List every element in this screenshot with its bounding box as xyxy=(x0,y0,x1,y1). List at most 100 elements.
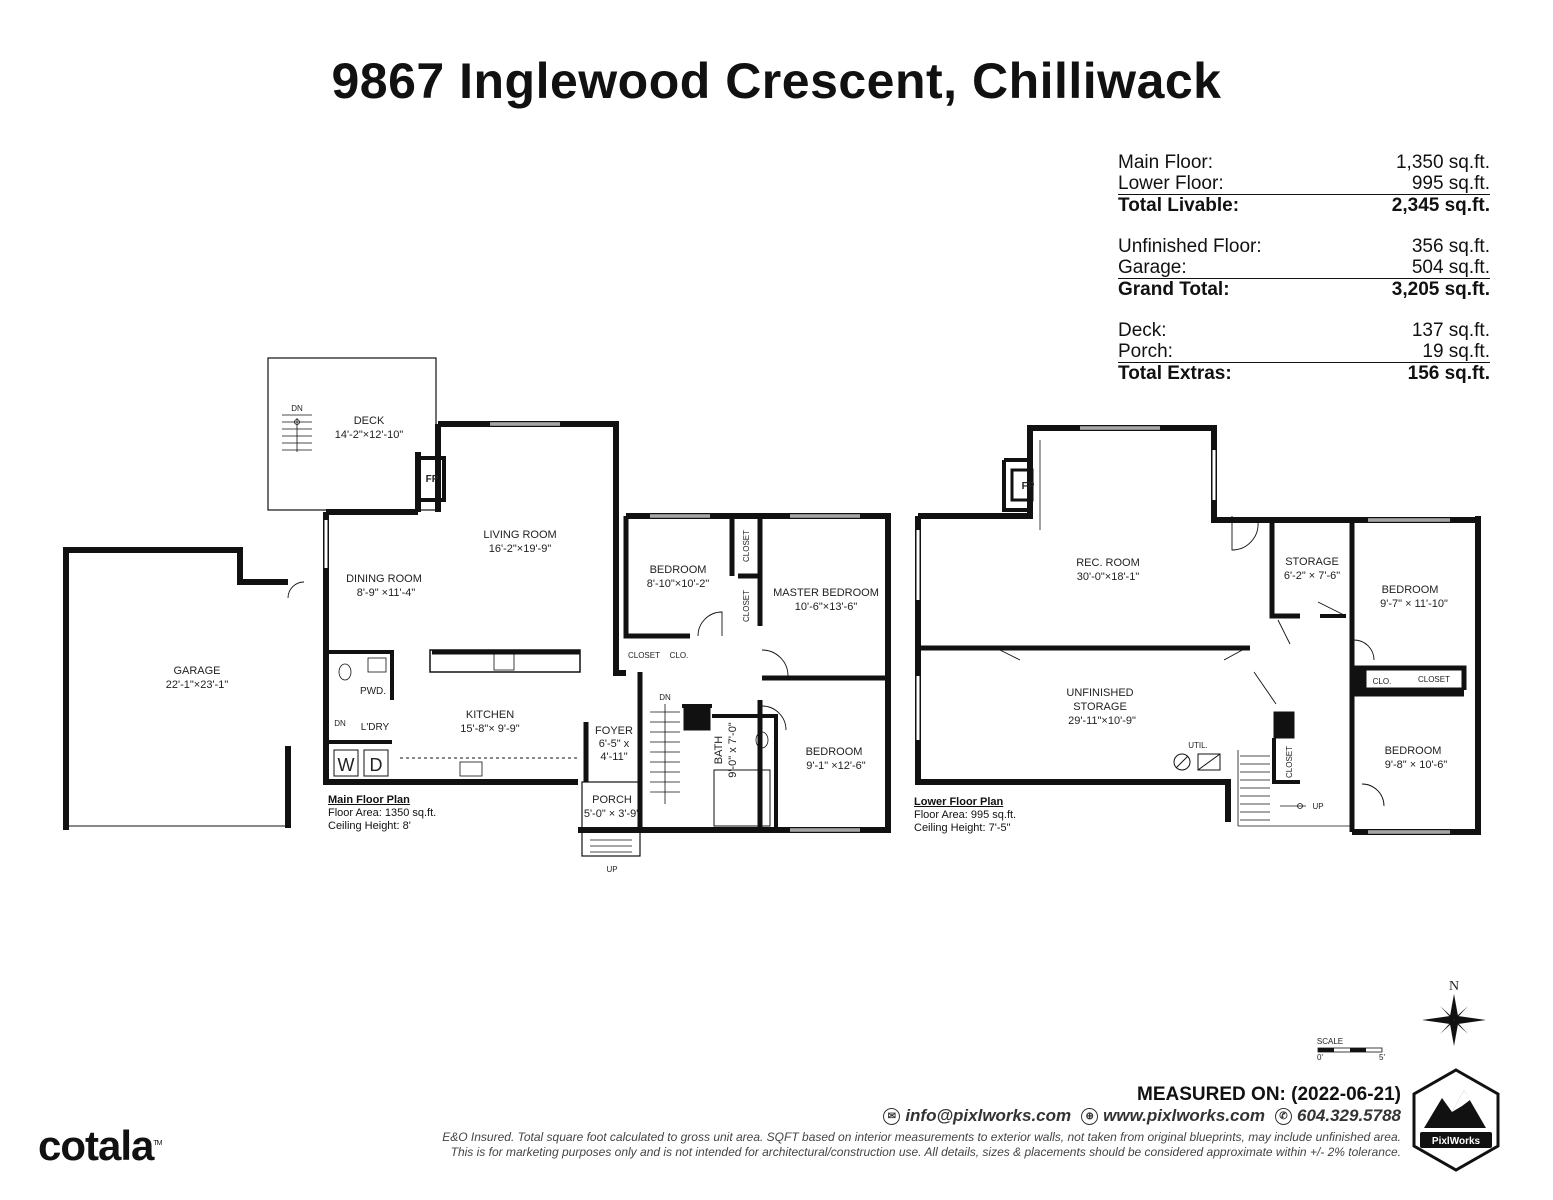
lower-closet-label-b: CLOSET xyxy=(1285,746,1294,778)
porch-stairs xyxy=(590,839,632,853)
measured-on: MEASURED ON: (2022-06-21) xyxy=(1137,1084,1401,1105)
closet-label-c: CLOSET xyxy=(628,651,660,660)
laundry-dn-label: DN xyxy=(334,719,346,728)
area-group-grand: Unfinished Floor:356 sq.ft. Garage:504 s… xyxy=(1118,236,1490,300)
lower-floor-plan xyxy=(915,425,1481,835)
porch-outline xyxy=(581,781,641,857)
room-label-storage: STORAGE xyxy=(1285,556,1339,568)
area-total-value: 156 sq.ft. xyxy=(1407,363,1490,384)
room-dim-foyer-1: 6'-5" x xyxy=(599,738,630,750)
scale-min-label: 0' xyxy=(1317,1053,1323,1062)
main-floor-ceiling: Ceiling Height: 8' xyxy=(328,820,411,832)
main-exterior-wall xyxy=(323,512,578,785)
area-total-label: Total Livable: xyxy=(1118,195,1240,216)
foyer-stairs xyxy=(650,704,680,804)
area-group-livable: Main Floor:1,350 sq.ft. Lower Floor:995 … xyxy=(1118,152,1490,216)
compass-north-label: N xyxy=(1449,979,1459,994)
main-floor-title: Main Floor Plan xyxy=(328,794,410,806)
area-total-value: 2,345 sq.ft. xyxy=(1391,195,1490,216)
foyer-dn-label: DN xyxy=(659,693,671,702)
area-group-extras: Deck:137 sq.ft. Porch:19 sq.ft. Total Ex… xyxy=(1118,320,1490,384)
area-label: Main Floor: xyxy=(1118,152,1214,173)
lower-wall-block xyxy=(1273,711,1295,739)
lower-up-label: UP xyxy=(1312,802,1323,811)
main-floor-labels: DECK 14'-2"×12'-10" DN FP LIVING ROOM 16… xyxy=(166,404,879,874)
lower-floor-area: Floor Area: 995 sq.ft. xyxy=(914,809,1017,821)
room-dim-garage: 22'-1"×23'-1" xyxy=(166,679,229,691)
pwd-sink xyxy=(367,657,387,673)
website-link[interactable]: www.pixlworks.com xyxy=(1103,1106,1265,1125)
room-dim-bath: 9'-0" x 7'-0" xyxy=(727,722,739,778)
lower-floor-ceiling: Ceiling Height: 7'-5" xyxy=(914,822,1011,834)
area-summary-table: Main Floor:1,350 sq.ft. Lower Floor:995 … xyxy=(1118,152,1490,404)
room-label-kitchen: KITCHEN xyxy=(466,709,514,721)
room-dim-foyer-2: 4'-11" xyxy=(600,751,627,763)
cotala-tm: TM xyxy=(153,1140,162,1147)
lower-wall-block-2 xyxy=(1351,667,1367,695)
lower-stairs xyxy=(1237,750,1352,827)
email-link[interactable]: info@pixlworks.com xyxy=(905,1106,1072,1125)
door-swing xyxy=(287,581,789,731)
lower-exterior-wall xyxy=(915,516,1481,835)
area-value: 504 sq.ft. xyxy=(1411,257,1490,278)
room-dim-storage: 6'-2" × 7'-6" xyxy=(1284,570,1340,582)
phone-number: 604.329.5788 xyxy=(1297,1106,1401,1125)
window-lines xyxy=(490,423,860,831)
clo-label: CLO. xyxy=(670,651,689,660)
room-dim-master: 10'-6"×13'-6" xyxy=(795,601,858,613)
area-value: 356 sq.ft. xyxy=(1411,236,1490,257)
email-icon: ✉ xyxy=(883,1107,901,1125)
room-label-bedroom-1: BEDROOM xyxy=(650,564,707,576)
room-dim-lower-bedroom-1: 9'-7" × 11'-10" xyxy=(1380,598,1448,610)
disclaimer-line-2: This is for marketing purposes only and … xyxy=(450,1145,1401,1159)
closet-label-a: CLOSET xyxy=(742,530,751,562)
closet-label-b: CLOSET xyxy=(742,590,751,622)
room-dim-bedroom-2: 9'-1" ×12'-6" xyxy=(806,760,865,772)
lower-floor-caption: Lower Floor Plan Floor Area: 995 sq.ft. … xyxy=(914,796,1016,835)
phone-icon: ✆ xyxy=(1275,1107,1292,1125)
fireplace-label: FP xyxy=(426,474,439,485)
closet-wall xyxy=(1272,738,1300,784)
area-label: Porch: xyxy=(1118,341,1173,362)
util-label: UTIL. xyxy=(1188,741,1208,750)
main-floor-plan xyxy=(63,357,891,857)
area-total-label: Grand Total: xyxy=(1118,279,1230,300)
area-value: 995 sq.ft. xyxy=(1411,173,1490,194)
lower-windows xyxy=(916,426,1450,834)
room-dim-lower-bedroom-2: 9'-8" × 10'-6" xyxy=(1385,759,1448,771)
lower-partition xyxy=(918,520,1467,832)
washer xyxy=(333,749,359,777)
page-title: 9867 Inglewood Crescent, Chilliwack xyxy=(331,53,1222,109)
cotala-logo: cotalaTM xyxy=(38,1122,163,1170)
room-dim-bedroom-1: 8'-10"×10'-2" xyxy=(647,578,710,590)
pixlworks-logo: PixlWorks xyxy=(1412,1068,1500,1172)
room-label-master: MASTER BEDROOM xyxy=(773,587,879,599)
room-dim-rec: 30'-0"×18'-1" xyxy=(1077,571,1140,583)
room-label-pwd: PWD. xyxy=(360,686,386,697)
room-dim-kitchen: 15'-8"× 9'-9" xyxy=(460,723,519,735)
room-label-living: LIVING ROOM xyxy=(483,529,556,541)
cooktop xyxy=(493,653,515,671)
garage-wall xyxy=(63,547,288,830)
bathtub xyxy=(713,769,771,827)
room-label-unfinished-2: STORAGE xyxy=(1073,701,1127,713)
disclaimer: E&O Insured. Total square foot calculate… xyxy=(442,1130,1401,1160)
lower-fireplace xyxy=(1010,468,1034,502)
room-label-lower-bedroom-1: BEDROOM xyxy=(1382,584,1439,596)
area-value: 137 sq.ft. xyxy=(1411,320,1490,341)
area-label: Lower Floor: xyxy=(1118,173,1224,194)
area-total-label: Total Extras: xyxy=(1118,363,1232,384)
cotala-wordmark: cotala xyxy=(38,1122,154,1169)
washer-label: W xyxy=(338,755,355,775)
globe-icon: ⊕ xyxy=(1081,1107,1099,1125)
kitchen-sink xyxy=(459,761,483,777)
area-total-value: 3,205 sq.ft. xyxy=(1391,279,1490,300)
lower-floor-title: Lower Floor Plan xyxy=(914,796,1004,808)
storage-room-wall xyxy=(1270,610,1346,618)
deck-stairs xyxy=(282,414,312,452)
room-dim-living: 16'-2"×19'-9" xyxy=(489,543,552,555)
room-label-deck: DECK xyxy=(354,415,385,427)
porch-up-label: UP xyxy=(606,865,617,874)
pixlworks-wordmark: PixlWorks xyxy=(1432,1136,1481,1147)
